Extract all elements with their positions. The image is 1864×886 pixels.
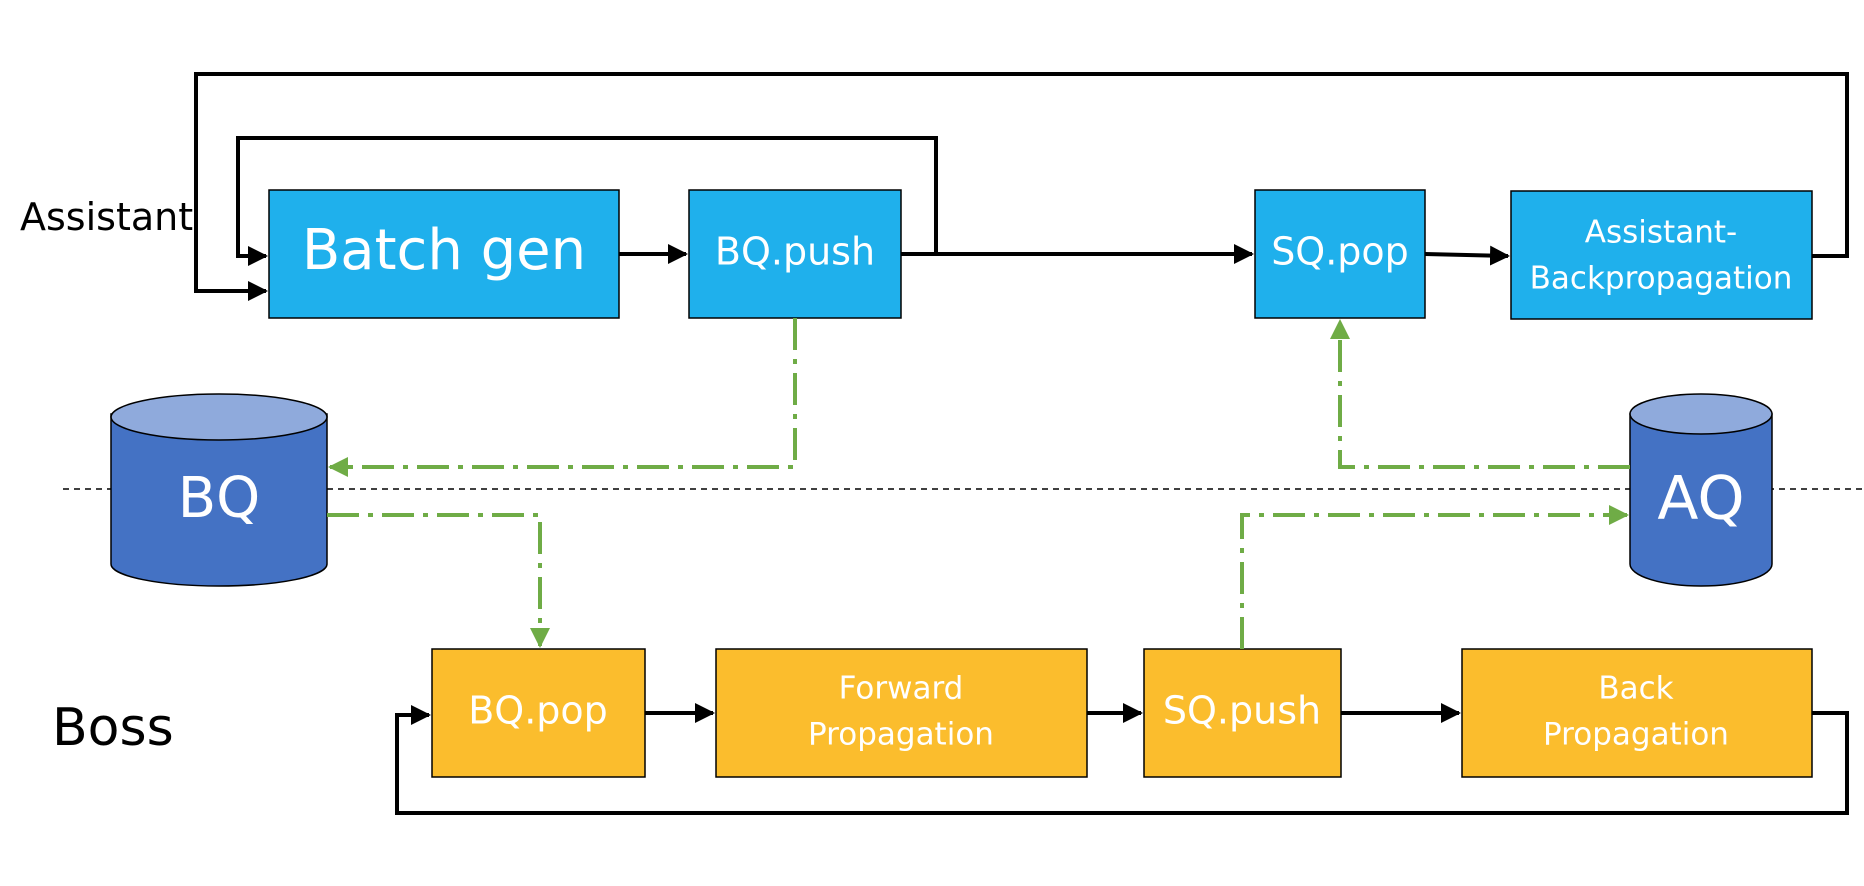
data-arrow-aq-to-sqpop bbox=[1330, 319, 1630, 469]
bq-push-label: BQ.push bbox=[715, 230, 875, 274]
data-arrow-bqpush-to-bq bbox=[328, 318, 797, 477]
sq-push-box: SQ.push bbox=[1143, 648, 1342, 778]
back-propagation-label-line1: Back bbox=[1598, 671, 1673, 707]
back-propagation-label-line2: Propagation bbox=[1543, 717, 1729, 753]
bq-push-box: BQ.push bbox=[688, 189, 902, 319]
aq-queue-cylinder: AQ bbox=[1629, 393, 1773, 587]
loop-assistant-backprop-to-batchgen bbox=[194, 72, 1849, 301]
assistant-backpropagation-label-line2: Backpropagation bbox=[1530, 261, 1793, 297]
assistant-label: Assistant bbox=[20, 195, 193, 239]
data-arrow-bq-to-bqpop bbox=[327, 513, 550, 648]
loop-backprop-to-bqpop bbox=[395, 705, 1849, 815]
bq-pop-label: BQ.pop bbox=[468, 689, 608, 733]
assistant-backpropagation-box: Assistant- Backpropagation bbox=[1510, 190, 1813, 320]
bq-queue-cylinder: BQ bbox=[110, 393, 328, 587]
sq-pop-box: SQ.pop bbox=[1254, 189, 1426, 319]
batch-gen-label: Batch gen bbox=[302, 218, 586, 283]
bq-queue-label: BQ bbox=[178, 466, 261, 531]
loop-bqpush-to-batchgen bbox=[236, 136, 938, 266]
forward-propagation-label-line1: Forward bbox=[839, 671, 964, 707]
data-arrow-sqpush-to-aq bbox=[1240, 505, 1629, 649]
batch-gen-box: Batch gen bbox=[268, 189, 620, 319]
sq-pop-label: SQ.pop bbox=[1271, 230, 1409, 274]
bq-pop-box: BQ.pop bbox=[431, 648, 646, 778]
sq-push-label: SQ.push bbox=[1163, 689, 1321, 733]
arrow-sqpop-to-assistant-backprop bbox=[1424, 245, 1510, 266]
forward-propagation-label-line2: Propagation bbox=[808, 717, 994, 753]
assistant-backpropagation-label-line1: Assistant- bbox=[1585, 215, 1737, 251]
boss-label: Boss bbox=[52, 698, 174, 758]
aq-queue-label: AQ bbox=[1657, 464, 1744, 534]
back-propagation-box: Back Propagation bbox=[1461, 648, 1813, 778]
forward-propagation-box: Forward Propagation bbox=[715, 648, 1088, 778]
